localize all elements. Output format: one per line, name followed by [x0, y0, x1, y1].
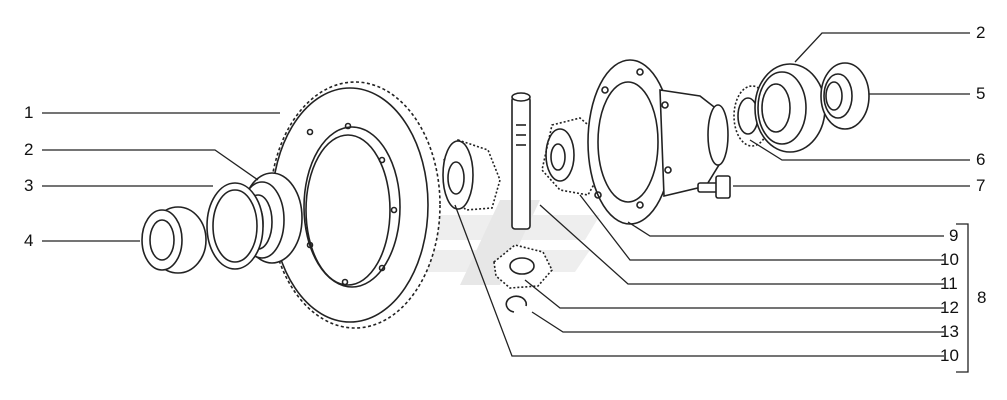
bearing-right	[754, 63, 826, 153]
pinion-gear	[493, 244, 553, 289]
label-part-10-right: 10	[940, 250, 959, 269]
bolt	[697, 175, 731, 199]
pinion-shaft	[511, 92, 531, 230]
label-part-12: 12	[940, 298, 959, 317]
snap-ring	[505, 295, 528, 313]
label-part-2-right: 2	[976, 23, 986, 42]
label-part-2-left: 2	[24, 140, 34, 159]
differential-housing	[587, 59, 729, 225]
side-gear-left	[442, 139, 501, 211]
label-part-3: 3	[24, 176, 34, 195]
label-part-10-left: 10	[940, 346, 959, 365]
label-part-1: 1	[24, 103, 34, 122]
label-part-9: 9	[949, 226, 959, 245]
label-part-6: 6	[976, 150, 986, 169]
seal-left	[141, 206, 207, 274]
leader-lines	[42, 32, 970, 373]
label-part-13: 13	[940, 322, 959, 341]
label-part-4: 4	[24, 231, 34, 250]
label-part-8: 8	[977, 288, 987, 307]
ring-gear	[269, 81, 441, 329]
seal-right	[820, 62, 870, 130]
label-part-7: 7	[976, 176, 986, 195]
label-part-11: 11	[940, 274, 958, 293]
side-gear-right	[541, 117, 603, 196]
label-part-5: 5	[976, 84, 986, 103]
ring	[206, 182, 264, 270]
